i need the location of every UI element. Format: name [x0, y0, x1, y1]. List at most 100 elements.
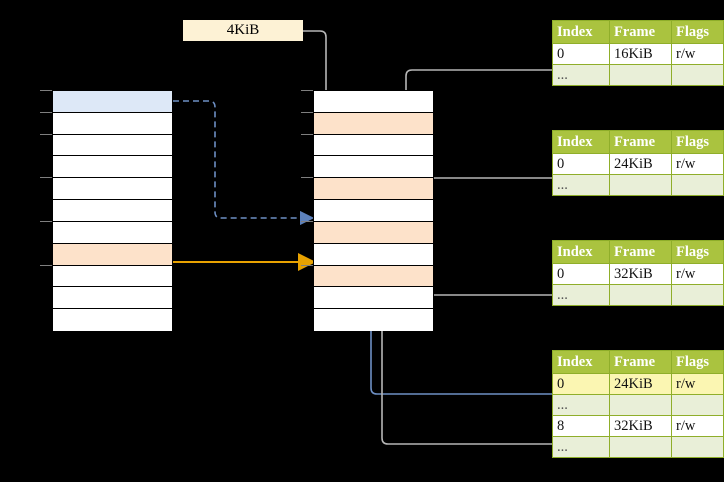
table-cell	[671, 436, 724, 458]
wire-table2-to-physical	[412, 177, 552, 220]
column-header-frame: Frame	[609, 130, 672, 154]
virtual-address-space-column-row	[53, 287, 172, 310]
physical-memory-column-row	[314, 112, 433, 135]
table-cell: 0	[552, 263, 610, 285]
table-cell	[609, 436, 672, 458]
row-tick	[40, 177, 52, 179]
column-header-frame: Frame	[609, 350, 672, 374]
table-cell: ...	[552, 394, 610, 416]
table-cell: r/w	[671, 153, 724, 175]
row-tick	[40, 220, 52, 222]
row-tick	[301, 90, 313, 91]
physical-memory-column	[313, 90, 434, 331]
column-header-flags: Flags	[671, 20, 724, 44]
table-cell: r/w	[671, 373, 724, 395]
column-header-frame: Frame	[609, 240, 672, 264]
table-row[interactable]: ...	[552, 436, 724, 458]
table-cell	[609, 64, 672, 86]
table-cell: 0	[552, 153, 610, 175]
table-cell: ...	[552, 174, 610, 196]
virtual-address-space-column-row	[53, 112, 172, 135]
table-cell	[671, 394, 724, 416]
table-cell	[671, 174, 724, 196]
table-cell: 0	[552, 373, 610, 395]
column-header-index: Index	[552, 20, 610, 44]
table-cell: 32KiB	[609, 415, 672, 437]
row-tick	[40, 133, 52, 135]
table-cell: ...	[552, 436, 610, 458]
column-header-frame: Frame	[609, 20, 672, 44]
physical-memory-column-row	[314, 200, 433, 222]
table-cell	[671, 64, 724, 86]
row-tick	[301, 220, 313, 222]
column-header-index: Index	[552, 130, 610, 154]
physical-memory-column-row	[314, 178, 433, 201]
physical-memory-column-row	[314, 287, 433, 310]
table-cell: r/w	[671, 263, 724, 285]
page-size-label: 4KiB	[183, 20, 303, 41]
row-tick	[301, 264, 313, 266]
table-cell: ...	[552, 64, 610, 86]
table-row[interactable]: ...	[552, 64, 724, 86]
column-header-flags: Flags	[671, 240, 724, 264]
physical-memory-column-row	[314, 91, 433, 113]
virtual-address-space-column-row	[53, 221, 172, 244]
virtual-address-space-column-row	[53, 91, 172, 113]
virtual-address-space-column-row	[53, 243, 172, 266]
table-cell: 24KiB	[609, 373, 672, 395]
physical-memory-column-row	[314, 221, 433, 244]
table-cell: 0	[552, 43, 610, 65]
table-cell: 32KiB	[609, 263, 672, 285]
physical-memory-column-row	[314, 309, 433, 331]
column-header-flags: Flags	[671, 350, 724, 374]
row-tick	[40, 264, 52, 266]
row-tick	[301, 111, 313, 113]
table-cell	[609, 174, 672, 196]
column-header-index: Index	[552, 240, 610, 264]
row-tick	[40, 90, 52, 91]
table-cell: 8	[552, 415, 610, 437]
wire-table3-to-physical	[412, 260, 552, 296]
physical-memory-column-row	[314, 156, 433, 179]
table-row[interactable]: ...	[552, 394, 724, 416]
table-cell	[609, 284, 672, 306]
physical-memory-column-row	[314, 134, 433, 157]
virtual-address-space-column	[52, 90, 173, 331]
table-cell: r/w	[671, 43, 724, 65]
column-header-flags: Flags	[671, 130, 724, 154]
virtual-address-space-column-row	[53, 200, 172, 222]
virtual-address-space-column-row	[53, 309, 172, 331]
table-cell: r/w	[671, 415, 724, 437]
wire-virtual-to-physical-dashed	[173, 100, 315, 226]
row-tick	[40, 111, 52, 113]
virtual-address-space-column-row	[53, 134, 172, 157]
table-cell: ...	[552, 284, 610, 306]
table-row[interactable]: ...	[552, 174, 724, 196]
physical-memory-column-row	[314, 265, 433, 288]
virtual-address-space-column-row	[53, 265, 172, 288]
virtual-address-space-column-row	[53, 178, 172, 201]
table-row[interactable]: ...	[552, 284, 724, 306]
physical-memory-column-row	[314, 243, 433, 266]
table-cell: 24KiB	[609, 153, 672, 175]
table-cell	[671, 284, 724, 306]
row-tick	[301, 177, 313, 179]
table-cell: 16KiB	[609, 43, 672, 65]
column-header-index: Index	[552, 350, 610, 374]
table-cell	[609, 394, 672, 416]
row-tick	[301, 133, 313, 135]
